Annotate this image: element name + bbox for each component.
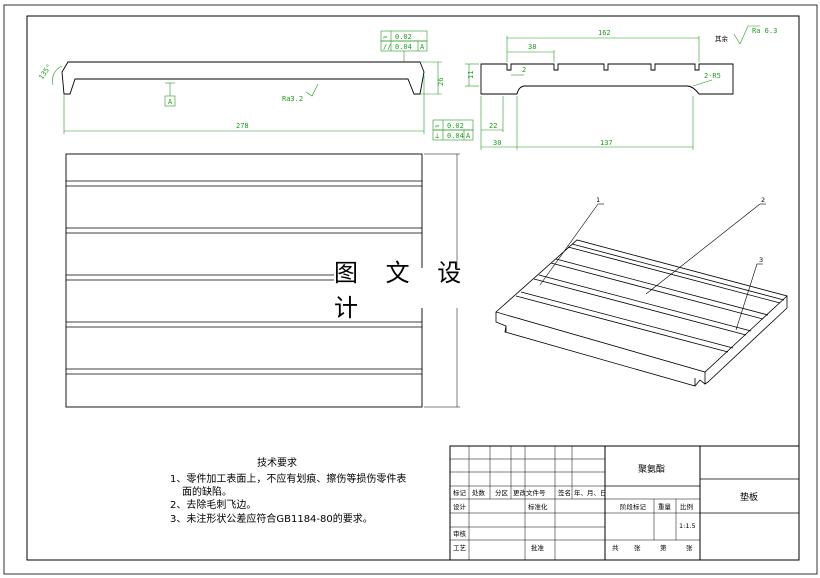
rest-label: 其余	[715, 34, 729, 43]
tb-sign: 签名	[558, 488, 571, 497]
tb-sheets: 张	[634, 543, 641, 552]
dim-side-h: 11	[467, 71, 475, 79]
tech-req-item: 3、未注形状公差应符合GB1184-80的要求。	[170, 512, 373, 525]
tb-scale-label: 比例	[680, 502, 693, 511]
svg-text:▱: ▱	[383, 33, 388, 41]
balloon-1: 1	[596, 196, 600, 204]
tech-req-title: 技术要求	[257, 456, 297, 469]
title-block	[449, 445, 800, 561]
balloon-3: 3	[759, 256, 763, 264]
tech-req-item: 面的缺陷。	[182, 485, 232, 498]
tb-design: 设计	[453, 502, 467, 511]
tb-stage-mark: 阶段标记	[620, 502, 647, 511]
dim-height: 26	[437, 78, 445, 86]
tb-standardize: 标准化	[528, 502, 548, 511]
tb-mark: 标记	[453, 488, 467, 497]
tb-review: 审核	[453, 529, 467, 538]
inner-border	[26, 15, 800, 561]
svg-text:⊥: ⊥	[435, 132, 439, 140]
tol-bot-flat: 0.02	[447, 122, 464, 130]
side-view: 162 38 2 11 2-R5 22 30 137 其余 Ra 6.3	[465, 25, 777, 150]
tol-top-par-datum: A	[420, 43, 425, 51]
dim-side-137: 137	[600, 139, 613, 147]
tb-date: 年、月、日	[574, 488, 607, 497]
tol-bot-perp-datum: A	[466, 132, 471, 140]
dim-angle: 135°	[37, 63, 53, 81]
dim-side-r: 2-R5	[704, 72, 721, 80]
svg-text:▱: ▱	[435, 122, 440, 130]
dim-length: 278	[236, 122, 249, 130]
tech-requirements: 技术要求 1、零件加工表面上，不应有划痕、擦伤等损伤零件表 面的缺陷。 2、去除…	[170, 456, 406, 525]
tol-top-par: 0.04	[395, 43, 412, 51]
tb-change-doc: 更改文件号	[513, 488, 546, 497]
tb-weight: 重量	[658, 503, 672, 511]
front-view: 135° A Ra3.2 278 26 ▱ // 0.02 0.04 A	[37, 30, 474, 141]
iso-view	[495, 203, 788, 387]
tb-process: 工艺	[453, 544, 467, 552]
tb-scale: 1:1.5	[679, 522, 696, 530]
tol-top-flat: 0.02	[395, 33, 412, 41]
tb-material: 聚氨酯	[638, 463, 665, 475]
tb-count: 处数	[472, 488, 486, 497]
tb-zone: 分区	[495, 488, 509, 497]
title-block-labels: 标记 处数 分区 更改文件号 签名 年、月、日 设计 标准化 审核 工艺 批准 …	[453, 463, 758, 552]
tb-part-name: 垫板	[740, 491, 758, 503]
tb-total: 共	[612, 543, 619, 552]
tol-bot-perp: 0.04	[447, 132, 464, 140]
tech-req-item: 2、去除毛刺飞边。	[170, 498, 256, 511]
dim-slot-pitch: 38	[528, 43, 536, 51]
datum-label: A	[168, 98, 173, 106]
dim-slot-depth: 2	[522, 66, 526, 74]
dim-side-total: 162	[598, 29, 611, 37]
watermark: 图 文 设 计	[334, 259, 482, 322]
svg-text://: //	[383, 43, 391, 51]
rest-ra: Ra 6.3	[752, 27, 777, 35]
dim-side-30: 30	[493, 139, 501, 147]
outer-border	[3, 4, 818, 575]
tb-sheet-no: 第	[660, 543, 667, 552]
tb-approve: 批准	[531, 543, 545, 552]
balloon-2: 2	[761, 196, 765, 204]
dim-side-22: 22	[489, 122, 497, 130]
ra-front: Ra3.2	[282, 95, 303, 103]
tb-sheet-suffix: 张	[686, 543, 693, 552]
tech-req-item: 1、零件加工表面上，不应有划痕、擦伤等损伤零件表	[170, 472, 406, 485]
